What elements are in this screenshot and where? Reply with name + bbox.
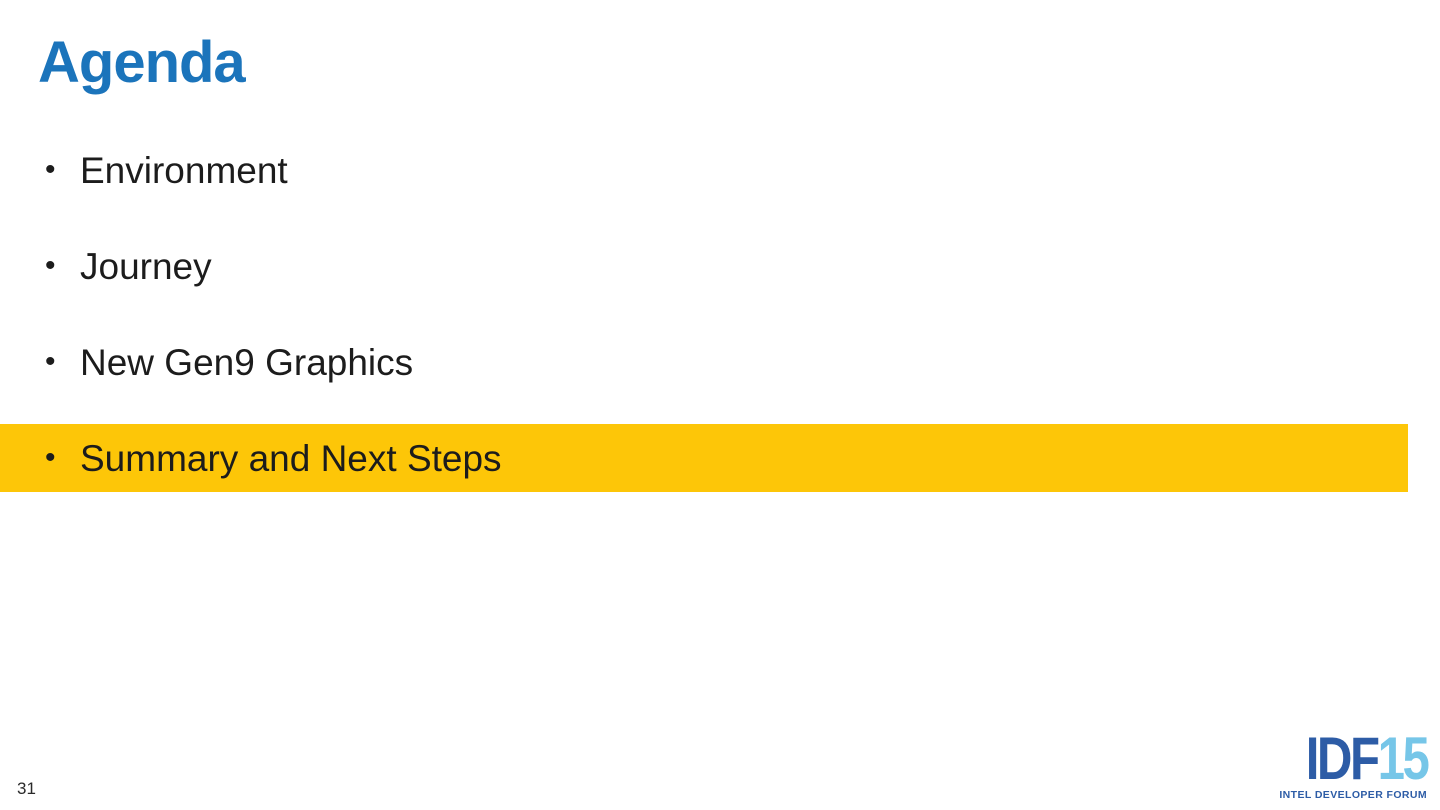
bullet-icon: •	[45, 345, 56, 378]
agenda-item-label: Summary and Next Steps	[80, 437, 502, 479]
bullet-icon: •	[45, 441, 56, 474]
idf15-logo: IDF15 INTEL DEVELOPER FORUM	[1279, 729, 1429, 801]
bullet-icon: •	[45, 153, 56, 186]
slide-title: Agenda	[38, 30, 246, 95]
agenda-item-label: New Gen9 Graphics	[80, 341, 414, 383]
agenda-item-summary-and-next-steps-highlighted: • Summary and Next Steps	[0, 424, 1408, 492]
agenda-item-journey: • Journey	[0, 232, 1440, 300]
agenda-item-new-gen9-graphics: • New Gen9 Graphics	[0, 328, 1440, 396]
page-number: 31	[17, 779, 36, 798]
idf-logo-text: IDF	[1305, 725, 1379, 793]
agenda-item-label: Journey	[80, 245, 212, 287]
agenda-item-label: Environment	[80, 149, 288, 191]
idf15-logo-wordmark: IDF15	[1305, 729, 1429, 789]
idf-logo-tagline: INTEL DEVELOPER FORUM	[1279, 789, 1427, 801]
agenda-item-environment: • Environment	[0, 136, 1440, 204]
idf-logo-year: 15	[1377, 725, 1429, 793]
bullet-icon: •	[45, 249, 56, 282]
